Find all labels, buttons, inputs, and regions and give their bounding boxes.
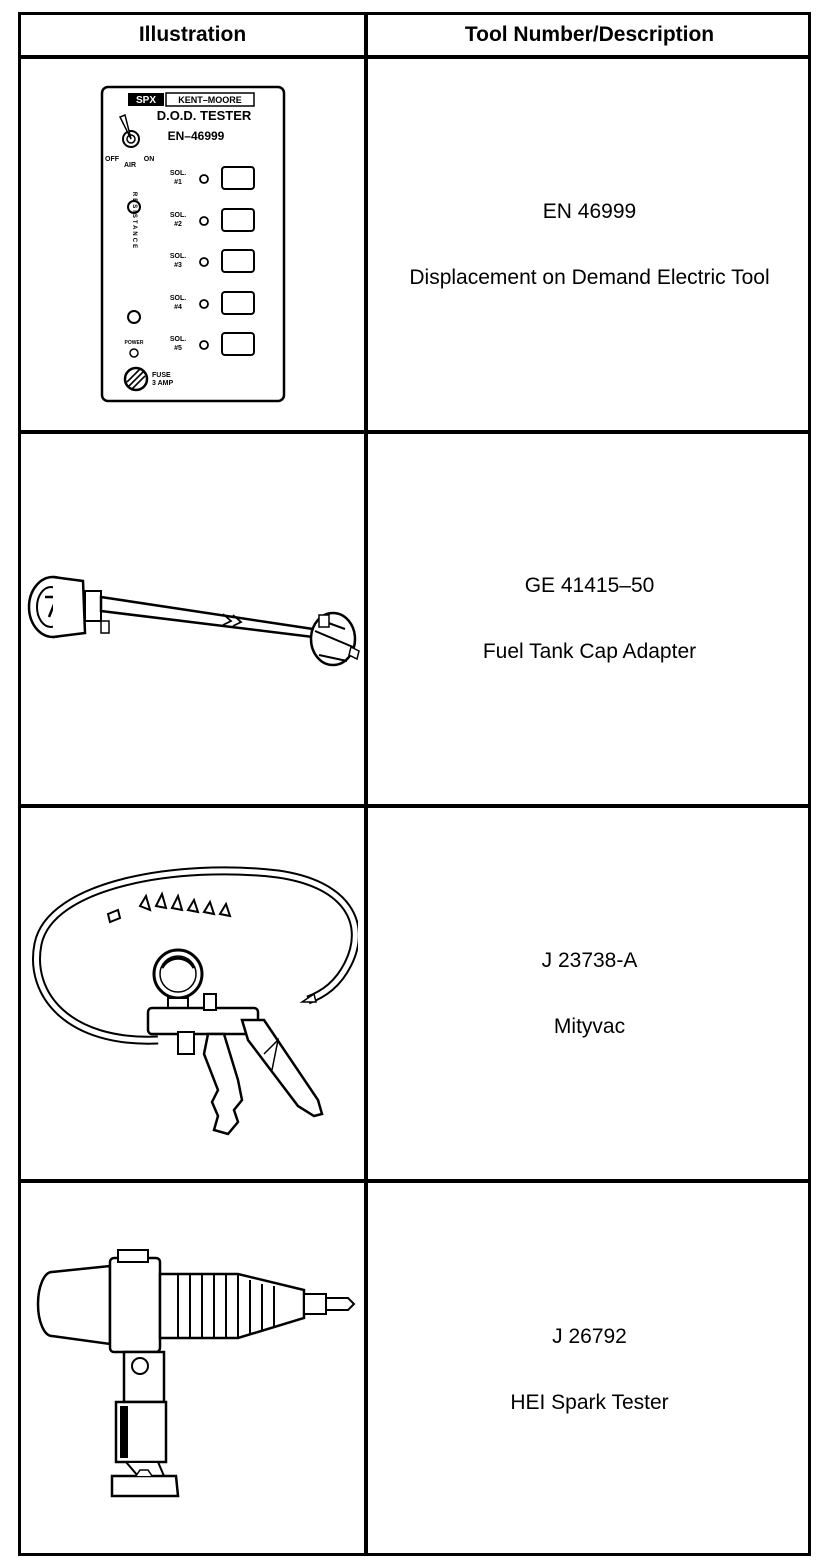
- svg-text:#4: #4: [174, 304, 182, 311]
- tool-description: Mityvac: [553, 1014, 626, 1038]
- tool-description: Fuel Tank Cap Adapter: [482, 640, 697, 663]
- svg-text:SOL.: SOL.: [169, 170, 185, 177]
- svg-text:OFF: OFF: [105, 156, 120, 163]
- tool-number: EN 46999: [542, 199, 637, 223]
- tool-description: Displacement on Demand Electric Tool: [409, 265, 770, 289]
- svg-text:KENT–MOORE: KENT–MOORE: [178, 95, 242, 105]
- column-divider: [364, 15, 368, 1553]
- illustration-dod-tester: SPX KENT–MOORE D.O.D. TESTER EN–46999 OF…: [21, 59, 364, 430]
- svg-text:AIR: AIR: [123, 162, 135, 169]
- spark-tester-drawing: [36, 1248, 355, 1497]
- svg-text:#5: #5: [174, 345, 182, 352]
- svg-text:D.O.D. TESTER: D.O.D. TESTER: [156, 108, 251, 123]
- svg-text:#2: #2: [174, 221, 182, 228]
- svg-text:#3: #3: [174, 262, 182, 269]
- row-divider: [21, 804, 808, 808]
- tool-number: J 26792: [552, 1324, 627, 1348]
- illustration-mityvac: [21, 808, 364, 1179]
- svg-text:SOL.: SOL.: [169, 253, 185, 260]
- svg-text:RESISTANCE: RESISTANCE: [131, 191, 137, 249]
- illustration-hei-spark-tester: [21, 1183, 364, 1556]
- svg-text:FUSE: FUSE: [152, 372, 171, 379]
- tool-number: GE 41415–50: [524, 574, 655, 597]
- header-illustration: Illustration: [138, 23, 247, 46]
- tool-table: Illustration Tool Number/Description SPX…: [18, 12, 811, 1556]
- svg-text:POWER: POWER: [124, 340, 143, 346]
- fuel-cap-adapter-drawing: [27, 575, 360, 667]
- dod-tester-drawing: SPX KENT–MOORE D.O.D. TESTER EN–46999 OF…: [100, 85, 285, 402]
- row-divider: [21, 430, 808, 434]
- tool-cell-j26792: J 26792 HEI Spark Tester: [368, 1183, 811, 1556]
- tool-cell-en46999: EN 46999 Displacement on Demand Electric…: [368, 59, 811, 430]
- svg-text:#1: #1: [174, 179, 182, 186]
- svg-text:ON: ON: [143, 156, 154, 163]
- row-divider: [21, 55, 808, 59]
- tool-cell-ge41415-50: GE 41415–50 Fuel Tank Cap Adapter: [368, 434, 811, 804]
- svg-text:SOL.: SOL.: [169, 295, 185, 302]
- svg-text:SPX: SPX: [135, 95, 155, 106]
- row-divider: [21, 1179, 808, 1183]
- header-tool-number-description: Tool Number/Description: [464, 23, 715, 46]
- svg-text:SOL.: SOL.: [169, 212, 185, 219]
- mityvac-drawing: [31, 865, 358, 1135]
- tool-description: HEI Spark Tester: [510, 1390, 669, 1414]
- svg-text:SOL.: SOL.: [169, 336, 185, 343]
- svg-text:EN–46999: EN–46999: [167, 129, 224, 143]
- tool-cell-j23738-a: J 23738-A Mityvac: [368, 808, 811, 1179]
- illustration-fuel-tank-cap-adapter: [21, 434, 364, 804]
- svg-text:3 AMP: 3 AMP: [152, 380, 173, 387]
- tool-number: J 23738-A: [541, 948, 638, 972]
